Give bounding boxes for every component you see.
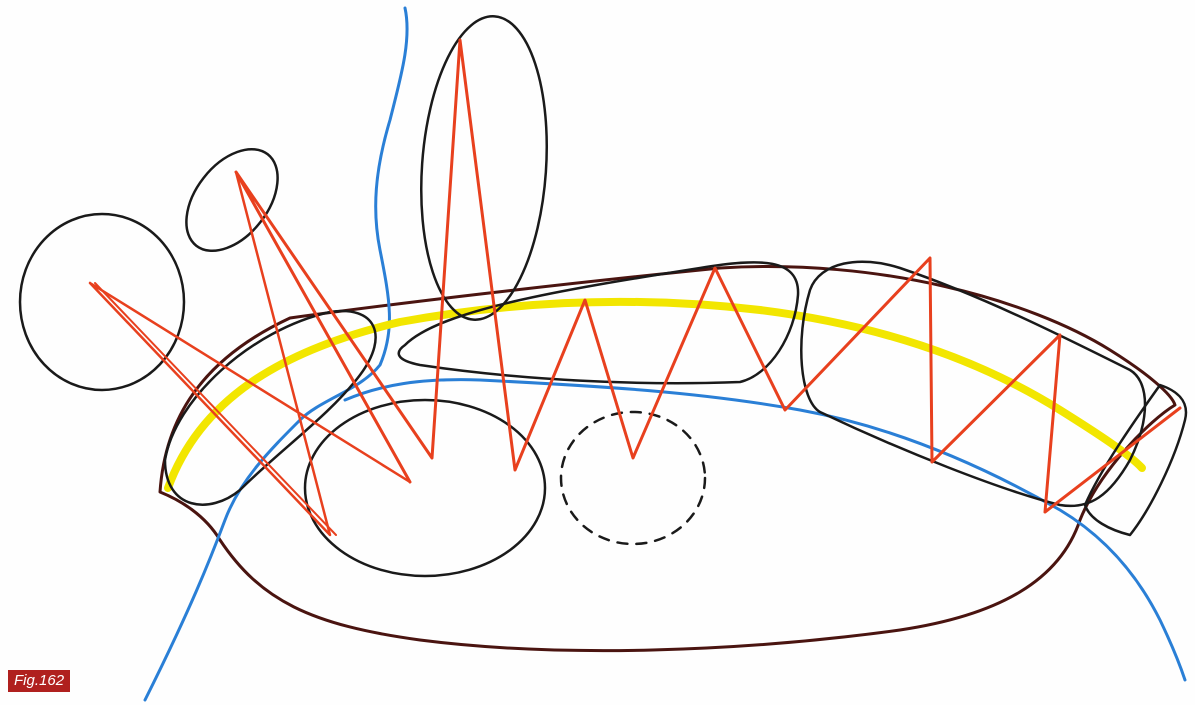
yellow-spine (168, 302, 1142, 488)
circle-left (20, 214, 184, 390)
block-right (801, 262, 1145, 506)
zigzag-main (236, 40, 1180, 512)
blue-flow-back (345, 380, 1185, 680)
circle-dashed (561, 412, 705, 544)
ellipse-tall (412, 12, 557, 324)
figure-label: Fig.162 (8, 670, 70, 692)
